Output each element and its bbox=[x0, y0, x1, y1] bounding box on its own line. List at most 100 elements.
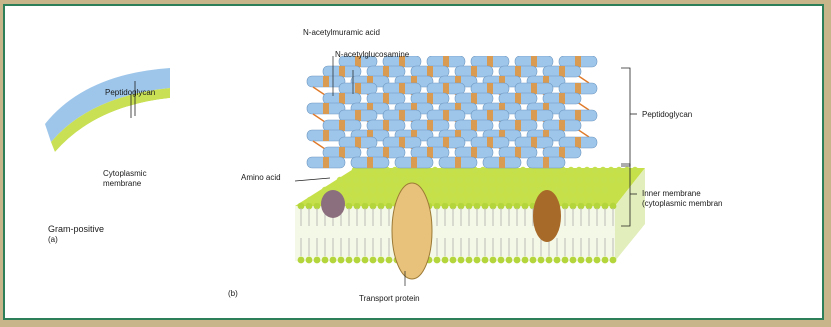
lipid-head bbox=[563, 197, 569, 203]
lipid-head bbox=[609, 177, 615, 183]
lipid-head bbox=[458, 187, 464, 193]
lipid-head bbox=[592, 167, 598, 173]
lipid-head bbox=[513, 177, 519, 183]
lipid-head bbox=[442, 257, 449, 264]
transport-protein-shape bbox=[392, 183, 432, 279]
lipid-head bbox=[298, 257, 305, 264]
lipid-head bbox=[514, 187, 520, 193]
lipid-head bbox=[386, 257, 393, 264]
lipid-head bbox=[371, 197, 377, 203]
glycan-link bbox=[323, 157, 329, 168]
glycan-link bbox=[399, 137, 405, 148]
lipid-head bbox=[346, 187, 352, 193]
lipid-head bbox=[570, 257, 577, 264]
lipid-head bbox=[529, 177, 535, 183]
lipid-head bbox=[346, 257, 353, 264]
glycan-link bbox=[531, 56, 537, 67]
glycan-link bbox=[339, 66, 345, 77]
lipid-head bbox=[585, 177, 591, 183]
lipid-head bbox=[451, 197, 457, 203]
lipid-head bbox=[465, 177, 471, 183]
lipid-head bbox=[554, 257, 561, 264]
glycan-link bbox=[339, 120, 345, 131]
glycan-link bbox=[471, 147, 477, 158]
lipid-head bbox=[449, 177, 455, 183]
glycan-link bbox=[427, 93, 433, 104]
glycan-link bbox=[427, 147, 433, 158]
lipid-head bbox=[362, 187, 368, 193]
glycan-link bbox=[355, 83, 361, 94]
inner-membrane-bilayer bbox=[295, 167, 645, 264]
glycan-link bbox=[399, 83, 405, 94]
membrane-protein bbox=[321, 190, 345, 218]
lipid-head bbox=[490, 257, 497, 264]
lipid-head bbox=[457, 177, 463, 183]
lipid-head bbox=[378, 187, 384, 193]
lipid-head bbox=[434, 257, 441, 264]
label-peptidoglycan-a: Peptidoglycan bbox=[105, 88, 155, 97]
lipid-head bbox=[473, 177, 479, 183]
lipid-head bbox=[386, 187, 392, 193]
lipid-head bbox=[522, 187, 528, 193]
lipid-head bbox=[632, 167, 638, 173]
lipid-head bbox=[530, 257, 537, 264]
glycan-link bbox=[515, 66, 521, 77]
glycan-link bbox=[531, 137, 537, 148]
lipid-head bbox=[338, 257, 345, 264]
lipid-head bbox=[355, 197, 361, 203]
lipid-head bbox=[315, 197, 321, 203]
lipid-head bbox=[602, 187, 608, 193]
glycan-link bbox=[487, 137, 493, 148]
lipid-head bbox=[586, 187, 592, 193]
lipid-head bbox=[490, 187, 496, 193]
glycan-link bbox=[575, 110, 581, 121]
lipid-head bbox=[377, 177, 383, 183]
glycan-link bbox=[499, 157, 505, 168]
lipid-head bbox=[546, 257, 553, 264]
lipid-head bbox=[379, 197, 385, 203]
lipid-head bbox=[616, 167, 622, 173]
label-peptidoglycan-b: Peptidoglycan bbox=[642, 110, 692, 119]
membrane-protein bbox=[533, 190, 561, 242]
lipid-head bbox=[393, 177, 399, 183]
lipid-head bbox=[584, 167, 590, 173]
lipid-head bbox=[506, 257, 513, 264]
lipid-head bbox=[545, 177, 551, 183]
lipid-head bbox=[369, 177, 375, 183]
glycan-link bbox=[323, 76, 329, 87]
glycan-link bbox=[559, 120, 565, 131]
lipid-head bbox=[417, 177, 423, 183]
lipid-head bbox=[434, 187, 440, 193]
glycan-link bbox=[559, 93, 565, 104]
label-n-acetylglucosamine: N-acetylglucosamine bbox=[335, 50, 409, 59]
label-inner-membrane-2: (cytoplasmic membran bbox=[642, 199, 722, 208]
glycan-link bbox=[383, 120, 389, 131]
glycan-link bbox=[411, 157, 417, 168]
lipid-head bbox=[521, 177, 527, 183]
lipid-head bbox=[409, 177, 415, 183]
glycan-link bbox=[443, 110, 449, 121]
glycan-link bbox=[383, 93, 389, 104]
lipid-head bbox=[483, 197, 489, 203]
lipid-head bbox=[561, 177, 567, 183]
glycan-link bbox=[427, 66, 433, 77]
glycan-link bbox=[575, 137, 581, 148]
lipid-head bbox=[570, 187, 576, 193]
lipid-head bbox=[514, 257, 521, 264]
lipid-head bbox=[562, 257, 569, 264]
lipid-head bbox=[537, 177, 543, 183]
peptidoglycan-lattice-diagram bbox=[285, 56, 665, 286]
glycan-link bbox=[487, 110, 493, 121]
glycan-link bbox=[575, 83, 581, 94]
glycan-link bbox=[427, 120, 433, 131]
figure-frame: Peptidoglycan Cytoplasmic membrane Gram-… bbox=[3, 4, 824, 320]
glycan-link bbox=[471, 66, 477, 77]
glycan-link bbox=[443, 83, 449, 94]
lipid-head bbox=[370, 257, 377, 264]
glycan-link bbox=[471, 120, 477, 131]
lipid-head bbox=[354, 187, 360, 193]
lipid-head bbox=[576, 167, 582, 173]
glycan-link bbox=[575, 56, 581, 67]
lipid-head bbox=[624, 167, 630, 173]
lipid-head bbox=[601, 177, 607, 183]
